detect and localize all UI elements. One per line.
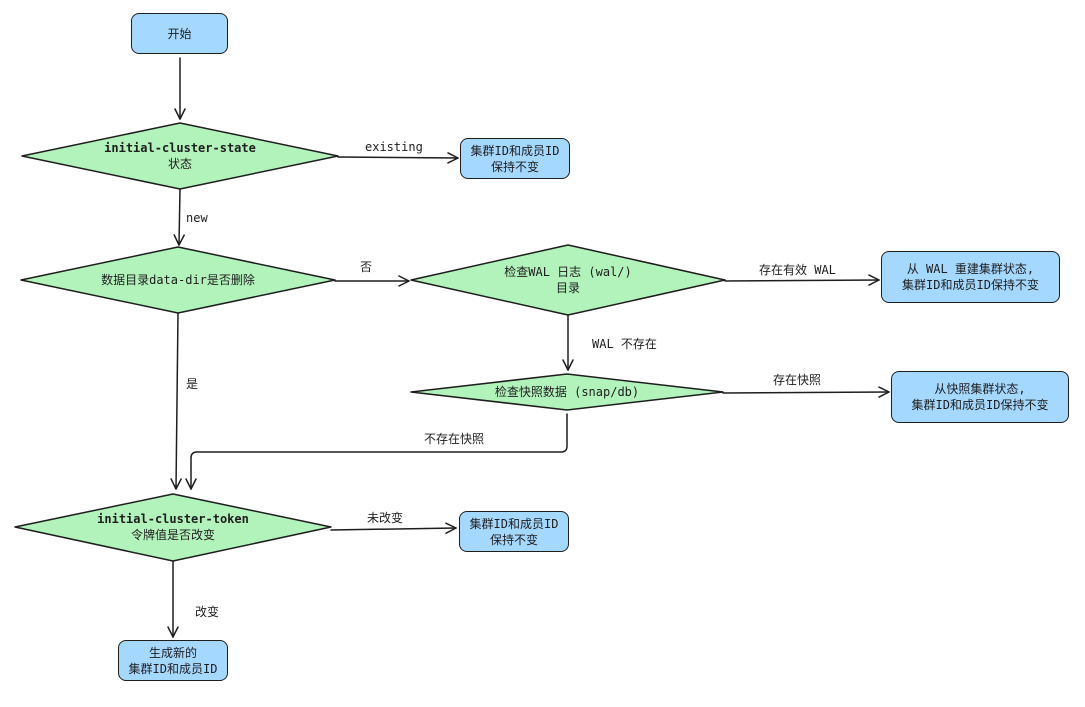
- decision-snap-shape: [410, 373, 724, 411]
- edge-label-no: 否: [360, 260, 373, 274]
- end-line2: 集群ID和成员ID: [128, 661, 218, 676]
- edge-label-unchanged: 未改变: [367, 511, 404, 525]
- decision-data-dir-shape: [20, 246, 336, 314]
- decision-cluster-state-shape: [21, 122, 339, 190]
- edge-label-snap-missing: 不存在快照: [424, 432, 485, 446]
- start-node: 开始: [131, 13, 228, 54]
- arrow-yes: [170, 312, 182, 490]
- result-snap-line2: 集群ID和成员ID保持不变: [911, 398, 1049, 412]
- result-snap-line1: 从快照集群状态,: [934, 382, 1026, 396]
- result-token-unchanged-line1: 集群ID和成员ID: [469, 516, 559, 531]
- edge-label-new: new: [186, 211, 208, 225]
- result-wal-node: 从 WAL 重建集群状态, 集群ID和成员ID保持不变: [881, 251, 1060, 303]
- decision-snap-line1: 检查快照数据 (snap/db): [494, 385, 640, 399]
- arrow-snap-exists: [722, 386, 890, 398]
- result-token-unchanged-node: 集群ID和成员ID 保持不变: [459, 511, 569, 552]
- edge-label-wal-missing: WAL 不存在: [592, 337, 657, 351]
- decision-data-dir-text: 数据目录data-dir是否删除: [58, 270, 298, 290]
- arrow-existing: [337, 152, 459, 164]
- result-existing-node: 集群ID和成员ID 保持不变: [460, 138, 570, 179]
- decision-wal-line2: 目录: [555, 281, 580, 295]
- decision-cluster-state-text: initial-cluster-state 状态: [60, 138, 300, 174]
- result-wal-line1: 从 WAL 重建集群状态,: [906, 262, 1035, 276]
- decision-token-line2: 令牌值是否改变: [130, 528, 215, 542]
- edge-label-existing: existing: [365, 140, 423, 154]
- decision-wal-line1: 检查WAL 日志 (wal/): [504, 265, 632, 279]
- arrow-unchanged: [330, 522, 457, 534]
- decision-data-dir-line1: 数据目录data-dir是否删除: [101, 273, 255, 287]
- start-label: 开始: [167, 26, 192, 41]
- arrow-new: [173, 188, 185, 246]
- edge-label-snap-exists: 存在快照: [773, 373, 822, 387]
- end-node: 生成新的 集群ID和成员ID: [118, 640, 228, 681]
- edge-label-changed: 改变: [195, 605, 220, 619]
- decision-token-line1: initial-cluster-token: [97, 512, 249, 526]
- result-existing-line1: 集群ID和成员ID: [470, 143, 560, 158]
- end-line1: 生成新的: [148, 645, 197, 660]
- decision-wal-shape: [410, 244, 726, 316]
- decision-token-shape: [14, 493, 332, 562]
- edge-label-yes: 是: [186, 377, 199, 391]
- decision-wal-text: 检查WAL 日志 (wal/) 目录: [448, 262, 688, 298]
- result-snap-node: 从快照集群状态, 集群ID和成员ID保持不变: [891, 371, 1069, 423]
- decision-snap-text: 检查快照数据 (snap/db): [447, 382, 687, 402]
- result-wal-line2: 集群ID和成员ID保持不变: [902, 278, 1039, 292]
- edge-label-wal-valid: 存在有效 WAL: [759, 263, 836, 277]
- arrow-wal-valid: [724, 274, 880, 286]
- arrow-snap-missing: [185, 413, 568, 490]
- decision-token-text: initial-cluster-token 令牌值是否改变: [53, 509, 293, 545]
- result-existing-line2: 保持不变: [490, 159, 539, 174]
- decision-cluster-state-line2: 状态: [167, 157, 192, 171]
- result-token-unchanged-line2: 保持不变: [489, 532, 538, 547]
- decision-cluster-state-line1: initial-cluster-state: [104, 141, 256, 155]
